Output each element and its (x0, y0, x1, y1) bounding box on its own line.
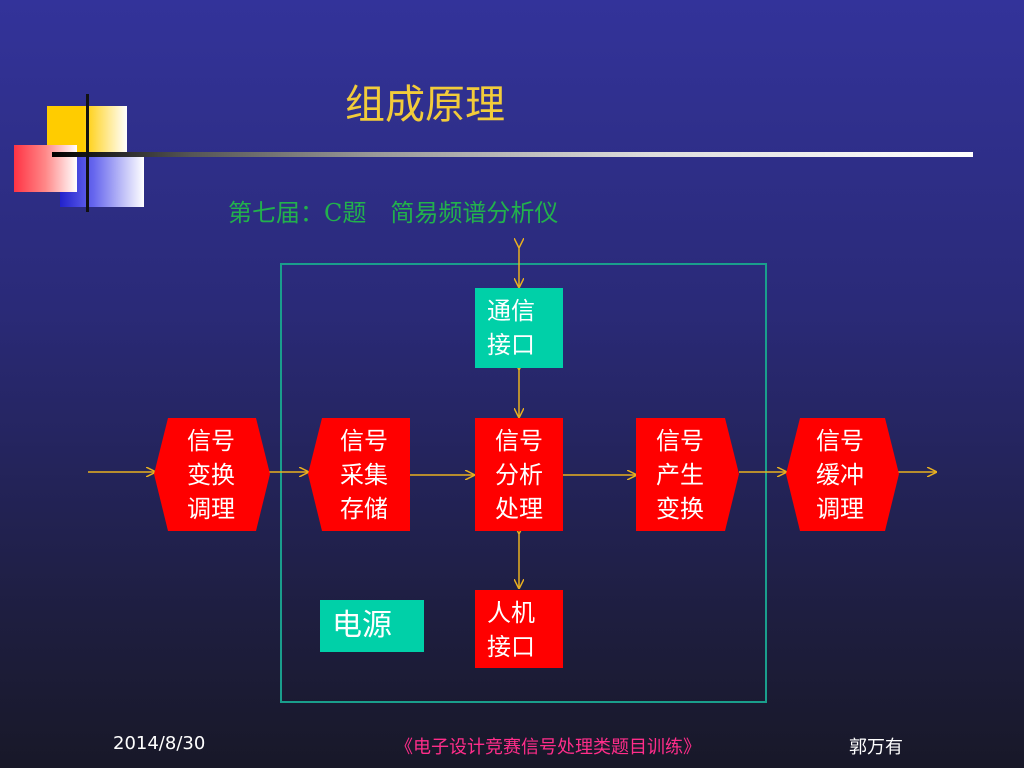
block-comm-interface: 通信 接口 (475, 288, 563, 368)
block-generation: 信号 产生 变换 (656, 427, 704, 523)
footer-book-title: 《电子设计竞赛信号处理类题目训练》 (395, 737, 701, 758)
hex-block-generation (636, 418, 739, 531)
hex-block-acquisition (308, 418, 410, 531)
footer-date: 2014/8/30 (113, 733, 206, 754)
block-buffer-out: 信号 缓冲 调理 (816, 427, 864, 523)
block-signal-conditioning-in: 信号 变换 调理 (187, 427, 235, 523)
block-hmi: 人机 接口 (475, 590, 563, 668)
hex-block-buffer-out (786, 418, 899, 531)
title-underline (52, 152, 973, 157)
hex-block-signal-conditioning-in (154, 418, 270, 531)
slide-subtitle: 第七届：C题 简易频谱分析仪 (228, 199, 559, 227)
block-power: 电源 (320, 600, 424, 652)
block-analysis: 信号 分析 处理 (475, 418, 563, 531)
block-acquisition: 信号 采集 存储 (340, 427, 388, 523)
decor-vertical-line (86, 94, 89, 212)
footer-author: 郭万有 (849, 737, 903, 758)
slide-title: 组成原理 (345, 82, 505, 128)
